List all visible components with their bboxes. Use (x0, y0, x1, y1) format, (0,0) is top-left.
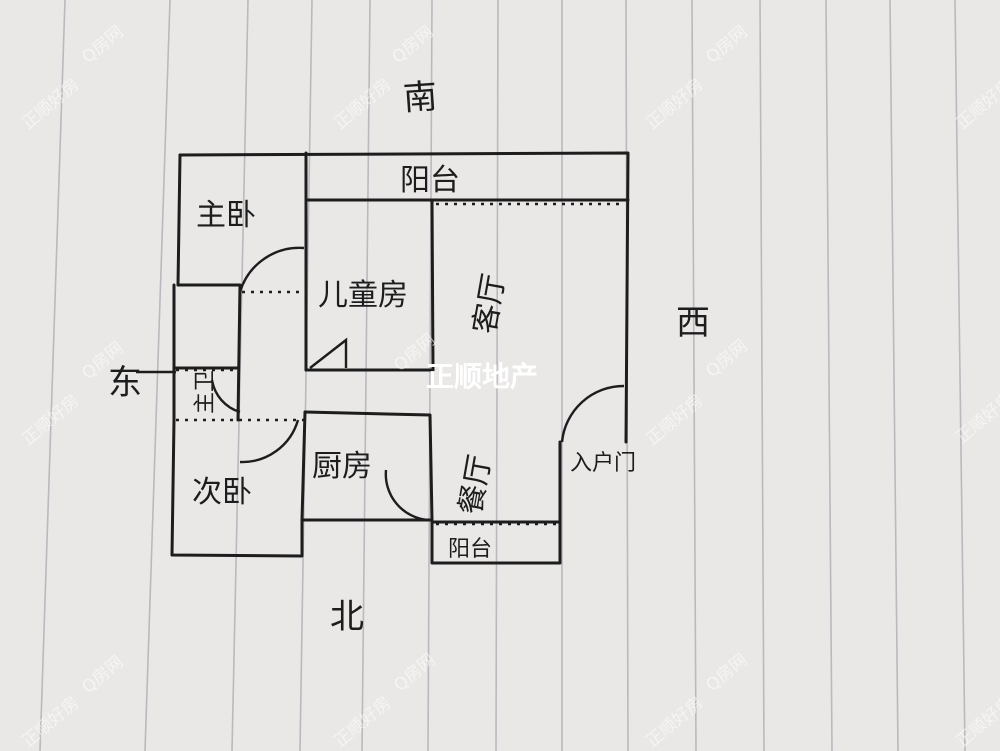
door-swing-kids (309, 337, 348, 369)
watermark-site: Q房网 (390, 650, 439, 696)
watermark-slogan: 正顺好房 (952, 75, 1000, 134)
door-swing-kitchen (384, 469, 429, 522)
room-balcony-south: 阳台 (400, 163, 460, 198)
dotted-openings (176, 202, 624, 526)
direction-north: 北 (330, 597, 364, 637)
watermark-slogan: 正顺好房 (18, 693, 83, 751)
watermark-site: Q房网 (78, 652, 127, 698)
door-swing-entrance (560, 384, 625, 443)
direction-east: 东 (108, 363, 142, 403)
watermark-site: Q房网 (388, 22, 437, 68)
watermark-slogan: 正顺好房 (642, 391, 707, 450)
watermark-slogan: 正顺好房 (642, 75, 707, 134)
room-balcony-north: 阳台 (448, 537, 492, 562)
watermark-site: Q房网 (702, 650, 751, 696)
ruled-lines (39, 0, 966, 751)
direction-south: 南 (402, 77, 439, 119)
room-living: 客厅 (467, 271, 512, 336)
compass-labels: 南 北 东 西 (108, 77, 710, 637)
watermark-slogan: 正顺好房 (18, 75, 83, 134)
room-kitchen: 厨房 (312, 449, 372, 484)
walls (170, 151, 630, 565)
watermark-slogan: 正顺好房 (642, 693, 707, 751)
brand-watermark: 正顺地产 (426, 360, 538, 393)
door-swing-master (238, 246, 305, 293)
room-kids: 儿童房 (318, 278, 408, 313)
door-swings (210, 246, 625, 522)
room-dining: 餐厅 (453, 452, 498, 517)
door-swing-bath (210, 379, 241, 414)
room-second-bedroom: 次卧 (192, 475, 252, 510)
watermark-site: Q房网 (78, 22, 127, 68)
direction-west: 西 (676, 303, 710, 343)
watermark-slogan: 正顺好房 (952, 693, 1000, 751)
watermark-slogan: 正顺好房 (330, 75, 395, 134)
watermark-site: Q房网 (702, 22, 751, 68)
room-master-bedroom: 主卧 (196, 198, 256, 233)
room-master-bath: 主卫 (193, 370, 218, 414)
door-swing-second (239, 419, 300, 464)
room-entrance: 入户门 (570, 451, 636, 476)
